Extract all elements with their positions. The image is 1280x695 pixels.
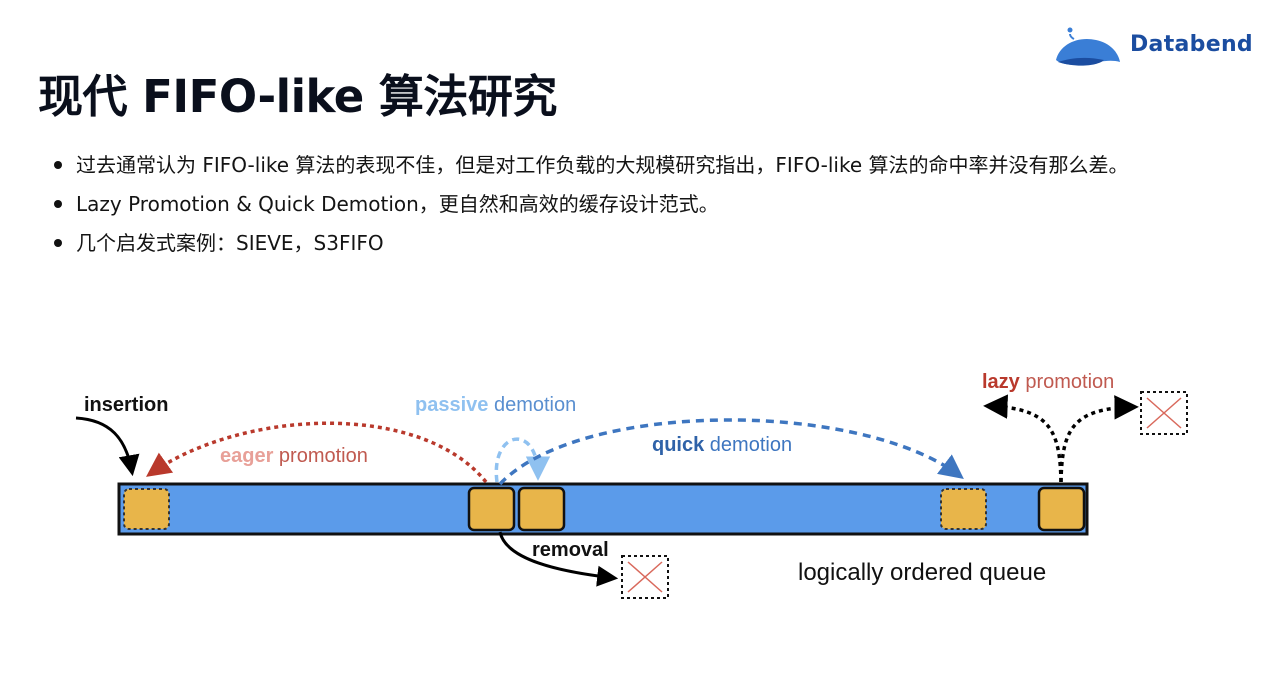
brand-name: Databend — [1130, 32, 1253, 57]
bullet-dot-icon — [54, 239, 62, 247]
bullet-text: 几个启发式案例：SIEVE，S3FIFO — [76, 231, 384, 255]
queue-item-demoted — [940, 488, 987, 530]
removed-box-icon — [621, 555, 669, 599]
queue-bar — [117, 482, 1089, 536]
whale-icon — [1056, 27, 1120, 66]
queue-item — [467, 486, 516, 532]
bullet-dot-icon — [54, 161, 62, 169]
insertion-label: insertion — [84, 394, 168, 416]
bullet-text: 过去通常认为 FIFO-like 算法的表现不佳，但是对工作负载的大规模研究指出… — [76, 153, 1129, 177]
lazy-promotion-left-arrow — [983, 394, 1063, 483]
lazy-promotion-label: lazy promotion — [982, 371, 1114, 393]
passive-demotion-arrow — [494, 437, 551, 483]
lazy-promotion-right-arrow — [1059, 395, 1139, 483]
queue-item-tail — [1037, 486, 1086, 532]
bullet-item: Lazy Promotion & Quick Demotion，更自然和高效的缓… — [52, 185, 1252, 224]
slide-title: 现代 FIFO-like 算法研究 — [38, 70, 557, 123]
evicted-box-icon — [1140, 391, 1188, 435]
quick-demotion-arrow — [498, 418, 964, 486]
insertion-arrow — [75, 416, 140, 477]
queue-item-inserted — [123, 488, 170, 530]
fifo-diagram-svg: insertion eager promotion passive demoti… — [75, 371, 1188, 599]
databend-logo — [1052, 22, 1267, 70]
bullet-item: 几个启发式案例：SIEVE，S3FIFO — [52, 224, 1252, 263]
bullet-text: Lazy Promotion & Quick Demotion，更自然和高效的缓… — [76, 192, 719, 216]
quick-demotion-label: quick demotion — [652, 434, 792, 456]
fifo-diagram: insertion eager promotion passive demoti… — [60, 360, 1210, 620]
eager-promotion-label: eager promotion — [220, 445, 368, 467]
bullet-dot-icon — [54, 200, 62, 208]
passive-demotion-label: passive demotion — [415, 394, 576, 416]
bullet-item: 过去通常认为 FIFO-like 算法的表现不佳，但是对工作负载的大规模研究指出… — [52, 146, 1252, 185]
removal-arrow — [498, 531, 619, 587]
eager-promotion-arrow — [146, 421, 488, 484]
queue-item — [517, 486, 566, 532]
bullet-list: 过去通常认为 FIFO-like 算法的表现不佳，但是对工作负载的大规模研究指出… — [52, 146, 1252, 263]
removal-label: removal — [532, 539, 609, 561]
queue-caption: logically ordered queue — [798, 559, 1046, 586]
